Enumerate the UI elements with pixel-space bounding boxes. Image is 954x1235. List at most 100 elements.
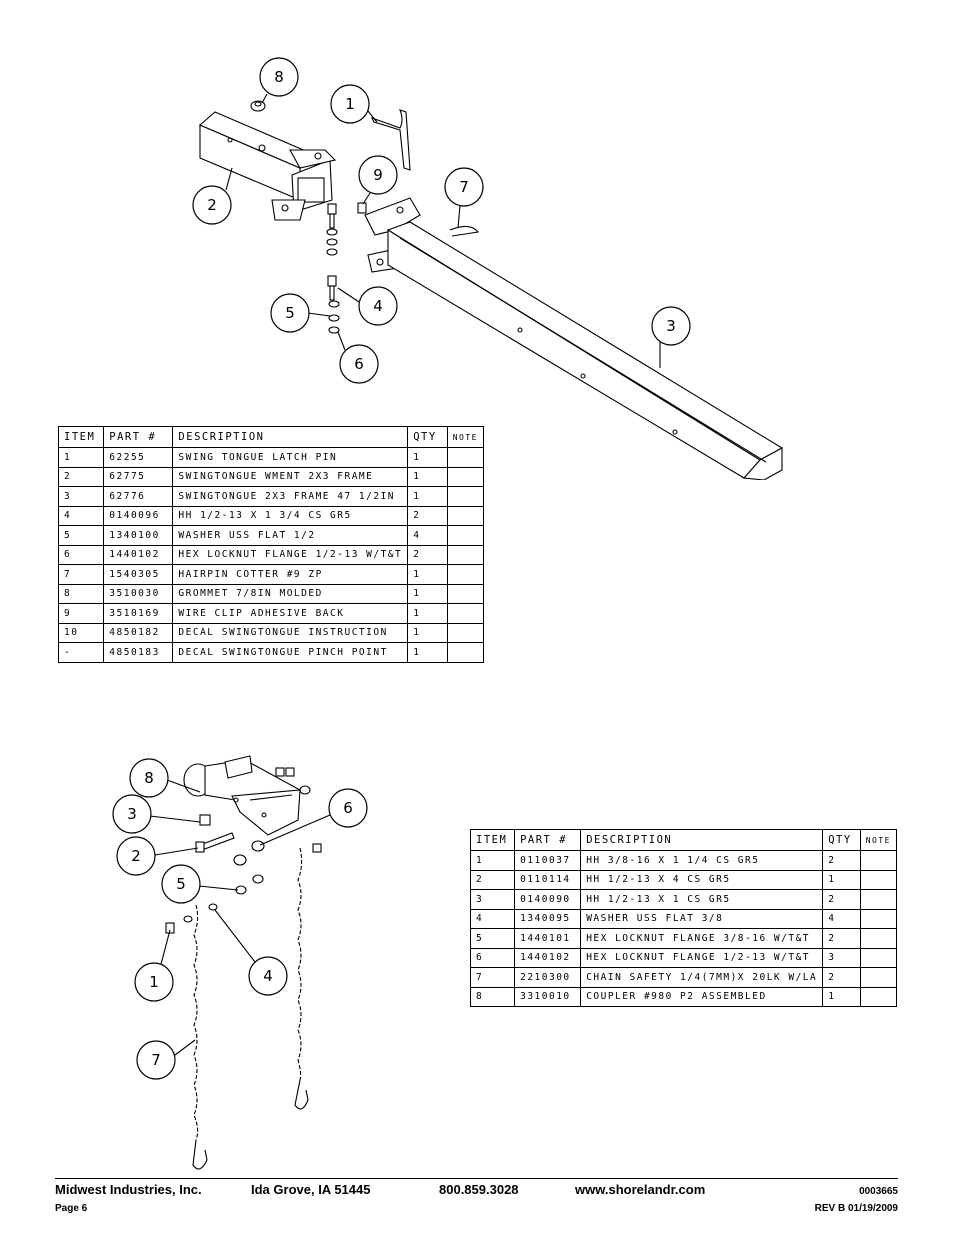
cell-qty: 1 — [407, 466, 448, 487]
table-header-row: ITEM PART # DESCRIPTION QTY NOTE — [469, 829, 898, 851]
svg-text:2: 2 — [131, 847, 141, 865]
cell-note — [859, 889, 898, 910]
svg-text:8: 8 — [144, 769, 154, 787]
cell-qty: 1 — [407, 583, 448, 604]
cell-qty: 1 — [407, 564, 448, 585]
callout-7: 7 — [136, 1040, 176, 1080]
cell-item: 1 — [57, 447, 105, 468]
cell-description: HAIRPIN COTTER #9 ZP — [172, 564, 409, 585]
cell-qty: 2 — [407, 505, 448, 526]
cell-note — [859, 850, 898, 871]
callout-3: 3 — [112, 794, 152, 834]
col-qty-header: QTY — [822, 829, 861, 851]
cell-description: HH 1/2-13 X 1 CS GR5 — [580, 889, 824, 910]
cell-qty: 2 — [822, 889, 861, 910]
cell-description: SWING TONGUE LATCH PIN — [172, 447, 409, 468]
footer-page-number: Page 6 — [55, 1203, 88, 1214]
cell-note — [446, 466, 485, 487]
callout-4: 4 — [248, 956, 288, 996]
col-description-header: DESCRIPTION — [580, 829, 824, 851]
cell-part-number: 4850183 — [103, 642, 174, 663]
svg-text:6: 6 — [343, 799, 353, 817]
page-footer: Midwest Industries, Inc. Ida Grove, IA 5… — [55, 1178, 898, 1214]
cell-qty: 2 — [822, 967, 861, 988]
cell-qty: 3 — [822, 947, 861, 968]
cell-note — [859, 967, 898, 988]
callout-6: 6 — [328, 788, 368, 828]
cell-note — [859, 869, 898, 890]
cell-item: 3 — [469, 889, 516, 910]
cell-part-number: 2210300 — [514, 967, 582, 988]
table-header-row: ITEM PART # DESCRIPTION QTY NOTE — [57, 426, 485, 448]
cell-note — [446, 642, 485, 663]
cell-item: 4 — [469, 908, 516, 929]
cell-qty: 1 — [407, 622, 448, 643]
cell-item: 3 — [57, 486, 105, 507]
cell-item: 7 — [469, 967, 516, 988]
cell-note — [446, 486, 485, 507]
cell-qty: 1 — [407, 642, 448, 663]
svg-text:2: 2 — [207, 196, 217, 214]
callout-5: 5 — [270, 293, 310, 333]
col-part-header: PART # — [514, 829, 582, 851]
cell-description: HH 3/8-16 X 1 1/4 CS GR5 — [580, 850, 824, 871]
svg-text:5: 5 — [176, 875, 186, 893]
svg-text:3: 3 — [666, 317, 676, 335]
svg-text:4: 4 — [263, 967, 273, 985]
cell-part-number: 1340100 — [103, 525, 174, 546]
coupler-chain-exploded-drawing: 8 3 2 5 1 7 6 4 — [112, 755, 368, 1170]
svg-text:7: 7 — [459, 178, 469, 196]
svg-text:8: 8 — [274, 68, 284, 86]
cell-item: 4 — [57, 505, 105, 526]
swing-tongue-exploded-drawing: 8 1 9 7 2 4 5 6 3 — [192, 57, 784, 480]
cell-note — [446, 544, 485, 565]
cell-item: 9 — [57, 603, 105, 624]
callout-1: 1 — [330, 84, 370, 124]
cell-note — [446, 583, 485, 604]
footer-website[interactable]: www.shorelandr.com — [575, 1182, 706, 1197]
cell-note — [446, 525, 485, 546]
callout-2: 2 — [192, 185, 232, 225]
footer-city: Ida Grove, IA 51445 — [251, 1182, 371, 1197]
parts-table-coupler: ITEM PART # DESCRIPTION QTY NOTE 1 011003… — [469, 829, 898, 1007]
cell-part-number: 62255 — [103, 447, 174, 468]
cell-description: CHAIN SAFETY 1/4(7MM)X 20LK W/LA — [580, 967, 824, 988]
cell-note — [446, 622, 485, 643]
cell-description: GROMMET 7/8IN MOLDED — [172, 583, 409, 604]
cell-qty: 1 — [822, 986, 861, 1007]
cell-part-number: 0110037 — [514, 850, 582, 871]
cell-note — [446, 603, 485, 624]
cell-part-number: 0140090 — [514, 889, 582, 910]
callout-2: 2 — [116, 836, 156, 876]
wire-clip-part — [357, 202, 367, 214]
col-note-header: NOTE — [446, 426, 485, 448]
cell-qty: 2 — [822, 928, 861, 949]
cell-qty: 2 — [407, 544, 448, 565]
cell-description: WASHER USS FLAT 1/2 — [172, 525, 409, 546]
cell-part-number: 3310010 — [514, 986, 582, 1007]
cell-description: SWINGTONGUE 2X3 FRAME 47 1/2IN — [172, 486, 409, 507]
cell-part-number: 62775 — [103, 466, 174, 487]
svg-text:3: 3 — [127, 805, 137, 823]
cell-qty: 1 — [407, 447, 448, 468]
cell-note — [446, 564, 485, 585]
cell-description: WIRE CLIP ADHESIVE BACK — [172, 603, 409, 624]
cell-qty: 1 — [407, 486, 448, 507]
col-item-header: ITEM — [57, 426, 105, 448]
cell-description: HH 1/2-13 X 1 3/4 CS GR5 — [172, 505, 409, 526]
cell-qty: 1 — [407, 603, 448, 624]
cell-qty: 2 — [822, 850, 861, 871]
svg-text:6: 6 — [354, 355, 364, 373]
cell-part-number: 0110114 — [514, 869, 582, 890]
cell-part-number: 3510169 — [103, 603, 174, 624]
cell-item: 5 — [469, 928, 516, 949]
coupler-hardware — [165, 767, 322, 934]
cell-description: HEX LOCKNUT FLANGE 1/2-13 W/T&T — [580, 947, 824, 968]
